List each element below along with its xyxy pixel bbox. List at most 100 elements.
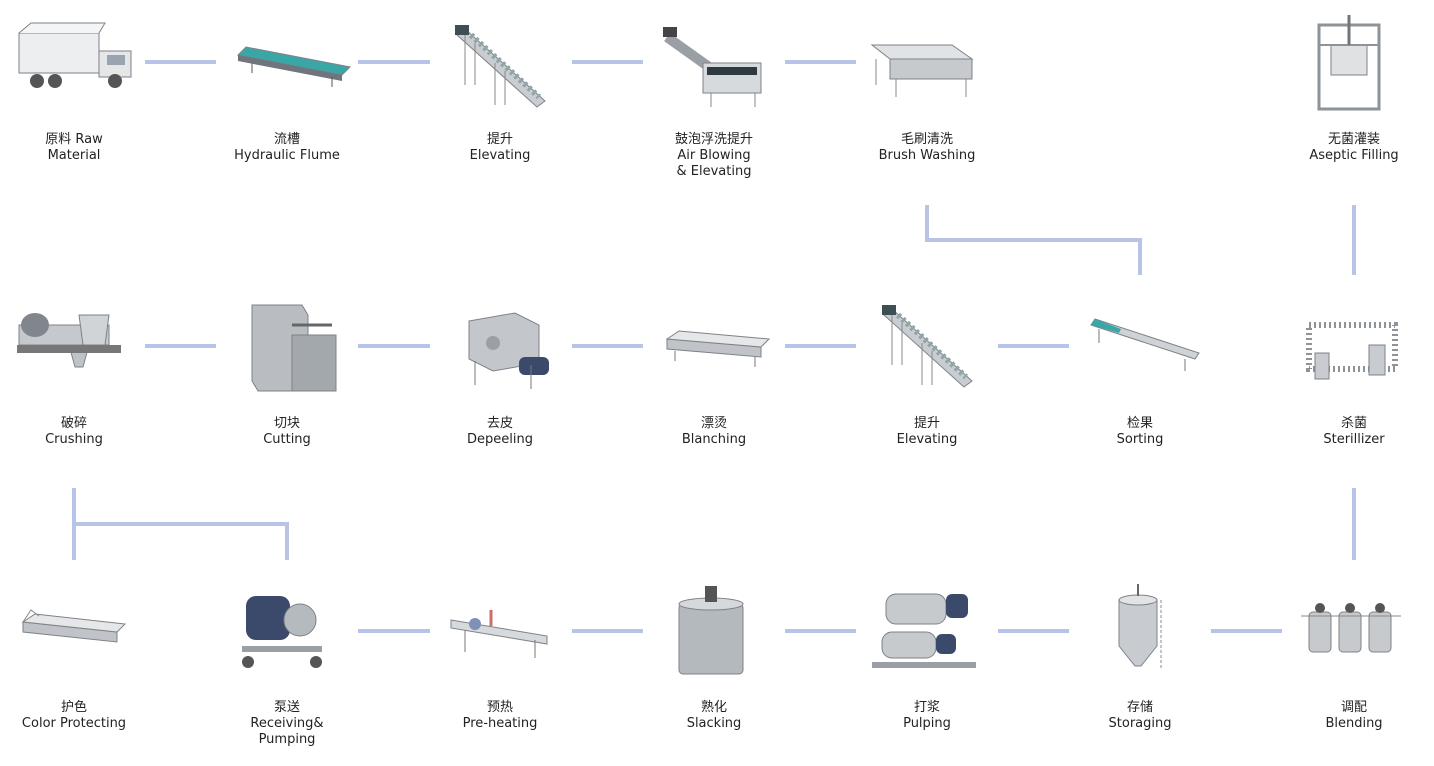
blancher-icon — [665, 330, 771, 367]
step-label-zh: 调配 — [1340, 700, 1367, 715]
step-label-en: Slacking — [686, 716, 742, 731]
step-label-zh: 无菌灌装 — [1327, 132, 1380, 147]
step-label-zh: 泵送 — [273, 700, 300, 715]
step-label-zh: 提升 — [913, 416, 940, 431]
step-label-zh: 切块 — [273, 416, 300, 431]
preheater-icon — [450, 610, 548, 658]
sorting-conveyor-icon — [1090, 318, 1200, 371]
blending-tanks-icon — [1301, 603, 1401, 653]
air-blowing-washer-icon — [663, 27, 762, 107]
step-label-en: Crushing — [45, 432, 103, 447]
step-label-en: Depeeling — [467, 432, 533, 447]
step-label-en: Air Blowing — [677, 148, 751, 163]
depeeler-icon — [468, 312, 549, 389]
step-label-zh: 预热 — [486, 700, 513, 715]
step-label-zh: 破碎 — [60, 416, 87, 431]
step-label-zh: 护色 — [60, 700, 87, 715]
elevator-icon — [455, 25, 546, 108]
step-label-en: Brush Washing — [878, 148, 976, 163]
step-label-en: Receiving& — [250, 716, 324, 731]
pump-icon — [242, 596, 322, 668]
step-label-en-line2: Pumping — [258, 732, 316, 747]
step-label-en: Pulping — [903, 716, 951, 731]
step-label-zh: 去皮 — [486, 416, 513, 431]
step-label-en: Pre-heating — [462, 716, 538, 731]
tank-icon — [678, 586, 744, 675]
step-label-zh: 漂烫 — [700, 416, 727, 431]
sterilizer-icon — [1306, 322, 1398, 380]
step-label-zh: 熟化 — [700, 700, 727, 715]
step-label-zh: 提升 — [486, 132, 513, 147]
step-label-en: Cutting — [263, 432, 311, 447]
step-label-zh: 鼓泡浮洗提升 — [674, 132, 753, 147]
step-label-en: Sterillizer — [1323, 432, 1385, 447]
elevator-icon — [882, 305, 973, 388]
step-label-zh: 杀菌 — [1340, 416, 1367, 431]
step-label-en: Blanching — [681, 432, 747, 447]
storage-tank-icon — [1118, 584, 1162, 670]
step-label-en: Elevating — [469, 148, 531, 163]
truck-icon — [18, 22, 132, 88]
flume-icon — [236, 46, 352, 87]
crusher-icon — [17, 313, 121, 368]
step-label-zh: 检果 — [1126, 416, 1153, 431]
connector-line — [925, 205, 1142, 275]
step-label-en: Elevating — [896, 432, 958, 447]
pulper-icon — [872, 593, 976, 668]
cutter-icon — [251, 304, 337, 392]
step-label-en: Material — [47, 148, 101, 163]
connector-line — [74, 522, 289, 560]
aseptic-filler-icon — [1317, 15, 1381, 111]
step-label-en: Sorting — [1116, 432, 1164, 447]
step-label-en: Hydraulic Flume — [234, 148, 340, 163]
step-label-zh: 毛刷清洗 — [900, 132, 953, 147]
step-label-zh: 存储 — [1126, 700, 1153, 715]
step-label-en: Storaging — [1108, 716, 1172, 731]
color-protecting-trough-icon — [21, 609, 127, 643]
step-label-zh: 原料 Raw — [45, 132, 103, 147]
step-label-en: Color Protecting — [21, 716, 127, 731]
step-label-en: Aseptic Filling — [1309, 148, 1399, 163]
step-label-en-line2: & Elevating — [676, 164, 752, 179]
brush-washer-icon — [870, 44, 974, 97]
